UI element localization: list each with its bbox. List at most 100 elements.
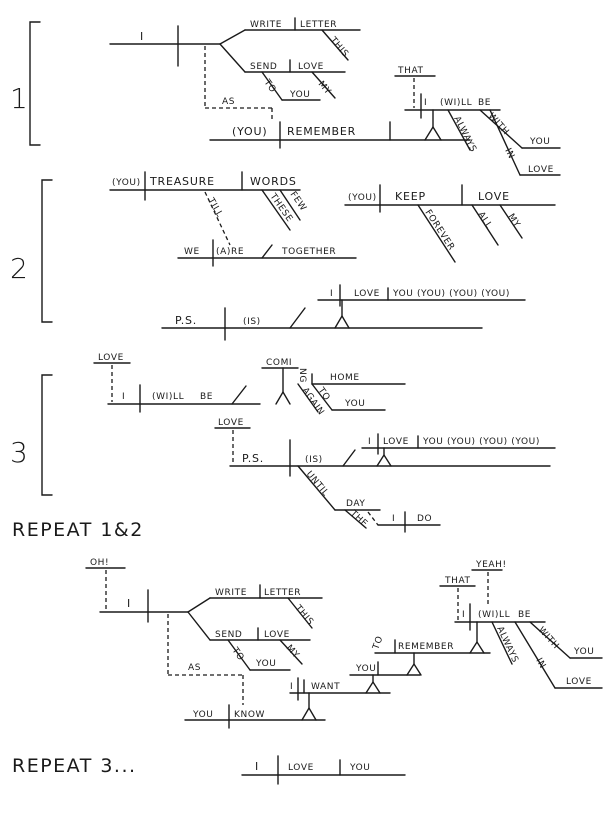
s1-prep-object-you2: YOU (529, 137, 550, 147)
s4-object-you3: YOU (355, 664, 376, 674)
s2-conj-till: TILL (205, 196, 224, 220)
s2-adv-together: TOGETHER (281, 247, 336, 257)
s1-object-letter: LETTER (300, 20, 337, 30)
s3-verb-ng: NG (297, 368, 307, 383)
s4-mod-this: THIS (292, 603, 315, 628)
s2-verb-treasure: TREASURE (149, 175, 215, 188)
s1-subject-i: I (140, 30, 144, 43)
s3-subject-i2: I (368, 437, 371, 447)
s2-mod-all: ALL (475, 210, 493, 231)
s3-love2: LOVE (218, 418, 244, 428)
s3-verb-love3: LOVE (383, 437, 409, 447)
s4-prep-object-love2: LOVE (566, 677, 592, 687)
s3-love: LOVE (98, 353, 124, 363)
s4-oh: OH! (90, 558, 109, 568)
s4-that: THAT (444, 576, 471, 586)
s2-subject-we: WE (184, 247, 200, 257)
stanza-1: 1 I WRITE LETTER THIS SEND LOVE MY TO YO… (10, 17, 561, 176)
s3-adv-home: HOME (330, 373, 360, 383)
s2-subject-you2: (YOU) (348, 193, 377, 203)
s3-verb-do: DO (417, 514, 432, 524)
s3-prep-until: UNTIL (304, 470, 331, 499)
s4-verb-will: (WI)LL (478, 610, 510, 620)
s4-prep-in: IN (533, 657, 547, 671)
final-object-you: YOU (349, 763, 370, 773)
s1-prep-object-you: YOU (289, 90, 310, 100)
s1-mod-my: MY (316, 80, 333, 98)
s3-verb-is: (IS) (305, 455, 323, 465)
s1-conj-as: AS (222, 97, 235, 107)
s4-verb-write: WRITE (215, 588, 247, 598)
stanza-2-bracket (41, 179, 53, 323)
stanza-3-bracket (41, 374, 53, 496)
s4-mod-always: ALWAYS (494, 625, 520, 665)
s1-subject-i2: I (424, 98, 427, 108)
s3-prep-object-day: DAY (346, 499, 366, 509)
s4-prep-object-you2: YOU (573, 647, 594, 657)
s3-prep-object-you: YOU (344, 399, 365, 409)
s4-subject-i: I (127, 597, 131, 610)
repeat-3-label: REPEAT 3... (12, 755, 137, 777)
s4-to2: TO (371, 635, 385, 652)
final-subject-i: I (255, 760, 259, 773)
s2-subject-you: (YOU) (112, 178, 141, 188)
stanza-1-bracket (29, 21, 41, 146)
final-verb-love: LOVE (288, 763, 314, 773)
s2-verb-love: LOVE (354, 289, 380, 299)
repeat-1-2-label: REPEAT 1&2 (12, 519, 144, 541)
final-line: I LOVE YOU (241, 755, 406, 785)
stanza-2: 2 (YOU) TREASURE WORDS THESE FEW TILL WE… (10, 171, 556, 341)
s1-prep-with: WITH (486, 111, 511, 137)
stanza-1-number: 1 (10, 82, 28, 115)
s4-verb-know: KNOW (234, 710, 265, 720)
stanza-3: 3 LOVE I (WI)LL BE COMI NG HOME TO YOU A… (10, 353, 556, 533)
s4-subject-i2: I (462, 610, 465, 620)
s1-that: THAT (397, 66, 424, 76)
s4-verb-send: SEND (215, 630, 242, 640)
s3-verb-be: BE (200, 392, 213, 402)
s2-verb-are: (A)RE (216, 247, 244, 257)
s3-subject-i: I (122, 392, 125, 402)
s3-subject-i3: I (392, 514, 395, 524)
s3-mod-the: THE (347, 508, 369, 529)
s4-conj-as: AS (188, 663, 201, 673)
s4-prep-object-you: YOU (255, 659, 276, 669)
s2-mod-few: FEW (288, 190, 309, 213)
stanza-2-number: 2 (10, 252, 28, 285)
s1-mod-this: THIS (327, 35, 350, 60)
s2-verb-keep: KEEP (395, 190, 426, 203)
s1-verb-write: WRITE (250, 20, 282, 30)
s2-object-love: LOVE (478, 190, 510, 203)
s2-subject-i: I (330, 289, 333, 299)
s2-objects-you: YOU (YOU) (YOU) (YOU) (392, 289, 510, 299)
s1-mod-always: ALWAYS (451, 115, 478, 154)
s4-verb-remember: REMEMBER (398, 642, 454, 652)
s1-verb-remember: REMEMBER (287, 125, 356, 138)
s1-prep-to: TO (261, 77, 278, 95)
s4-subject-you: YOU (192, 710, 213, 720)
s2-mod-my: MY (505, 212, 521, 230)
s1-verb-be: BE (478, 98, 491, 108)
s2-verb-is: (IS) (243, 317, 261, 327)
s2-object-words: WORDS (250, 175, 297, 188)
s1-prep-object-love2: LOVE (528, 165, 554, 175)
s1-verb-will: (WI)LL (440, 98, 472, 108)
s2-ps: P.S. (175, 314, 197, 327)
s2-adv-forever: FOREVER (422, 208, 456, 252)
s3-objects-you: YOU (YOU) (YOU) (YOU) (422, 437, 540, 447)
s1-object-love: LOVE (298, 62, 324, 72)
stanza-3-number: 3 (10, 436, 28, 469)
s4-prep-with: WITH (536, 625, 561, 651)
s4-object-love: LOVE (264, 630, 290, 640)
s4-object-letter: LETTER (264, 588, 301, 598)
s3-ps: P.S. (242, 452, 264, 465)
s4-verb-want: WANT (311, 682, 340, 692)
s1-prep-in: IN (502, 147, 516, 161)
s3-verb-will: (WI)LL (152, 392, 184, 402)
s4-subject-i3: I (290, 682, 293, 692)
s1-verb-send: SEND (250, 62, 277, 72)
s4-yeah: YEAH! (475, 560, 507, 570)
s3-verb-coming: COMI (266, 358, 292, 368)
